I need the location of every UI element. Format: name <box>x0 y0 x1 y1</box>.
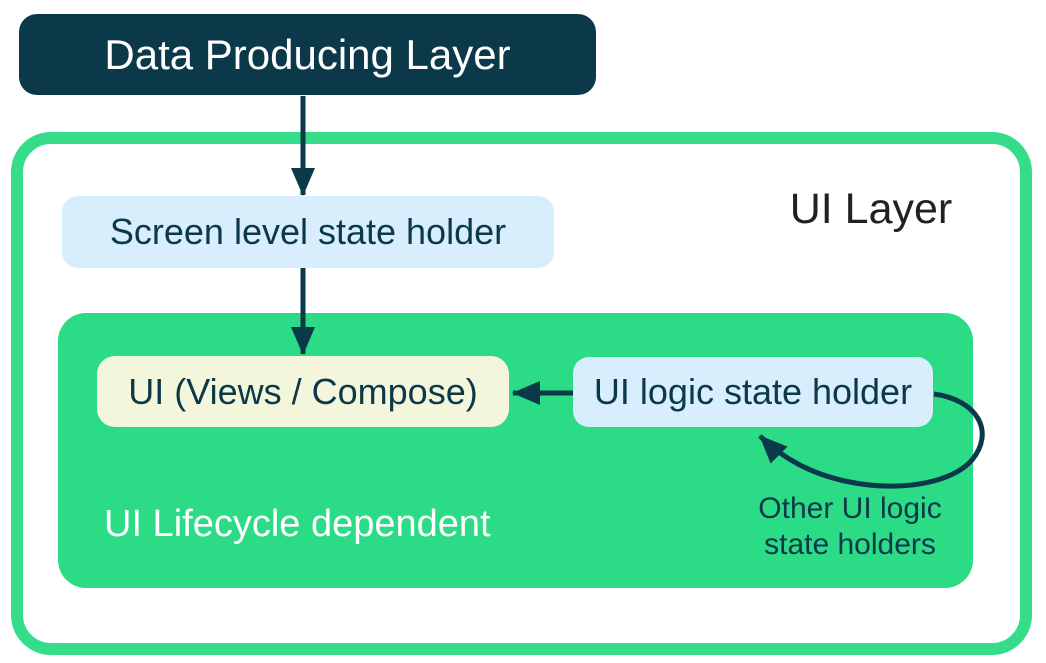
other-ui-logic-state-holders-label: Other UI logic state holders <box>730 491 970 563</box>
data-producing-layer-label: Data Producing Layer <box>104 30 511 78</box>
screen-level-state-holder-label: Screen level state holder <box>109 211 507 252</box>
ui-views-compose-label: UI (Views / Compose) <box>128 370 478 412</box>
data-producing-layer-box: Data Producing Layer <box>19 14 596 95</box>
ui-views-compose-box: UI (Views / Compose) <box>97 356 509 427</box>
screen-level-state-holder-box: Screen level state holder <box>62 196 554 268</box>
other-holders-line1: Other UI logic <box>758 492 942 525</box>
ui-layer-title: UI Layer <box>789 185 953 233</box>
other-holders-line2: state holders <box>764 528 936 561</box>
ui-lifecycle-dependent-label: UI Lifecycle dependent <box>104 503 491 545</box>
ui-logic-state-holder-label: UI logic state holder <box>593 371 913 412</box>
ui-logic-state-holder-box: UI logic state holder <box>573 357 933 427</box>
